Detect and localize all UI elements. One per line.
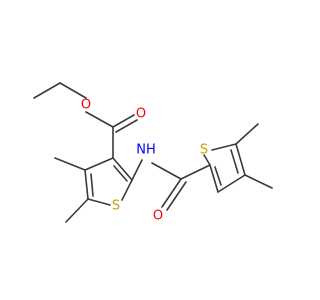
bond-c5-s xyxy=(87,198,111,206)
atom-amide-nh: NH xyxy=(136,143,156,158)
atom-ester-o-double: O xyxy=(136,107,146,122)
bond-ethyl-ch2-o xyxy=(59,82,87,99)
bond-carbonyl-c-o-double-b xyxy=(115,119,138,133)
atom-s-left: S xyxy=(112,199,120,214)
bond-c4-c5 xyxy=(84,169,89,200)
atom-ester-o-single: O xyxy=(81,98,91,113)
bond-amide-c-o-a xyxy=(161,178,182,208)
bond-c3-c4 xyxy=(84,157,114,171)
bond-r-c5-c4 xyxy=(235,143,246,176)
bond-r-c3-c2-inner xyxy=(214,166,222,186)
molecule-diagram: O O NH O S S xyxy=(33,82,273,224)
bond-r-c5-methyl xyxy=(235,123,259,145)
bond-r-c3-c2 xyxy=(209,164,219,193)
bond-r-c5-c4-inner xyxy=(230,149,239,174)
bond-c2-n xyxy=(131,159,143,181)
bond-amide-c-o-b xyxy=(166,181,187,211)
bond-s-c2 xyxy=(121,179,133,201)
bond-o-carbonyl-c xyxy=(85,111,114,128)
structure-canvas: O O NH O S S xyxy=(33,82,273,224)
bond-c4-methyl xyxy=(54,157,86,171)
bond-c5-methyl xyxy=(65,198,89,223)
bond-c4-c5-inner xyxy=(90,173,94,197)
bond-r-c4-methyl xyxy=(244,174,273,189)
atom-s-right: S xyxy=(200,143,208,158)
bond-amide-c-ring xyxy=(180,164,211,180)
bond-c3-c2 xyxy=(112,157,133,181)
bond-c3-c2-inner xyxy=(113,165,128,182)
atom-amide-o: O xyxy=(153,209,163,224)
bond-r-s-c5 xyxy=(211,143,237,151)
bond-r-c4-c3 xyxy=(217,174,246,193)
bond-n-amide-c xyxy=(151,162,182,180)
bond-r-c2-s xyxy=(203,154,211,166)
bond-ethyl-ch3-ch2 xyxy=(33,82,61,99)
bond-carbonyl-c-o-double-a xyxy=(112,114,135,128)
